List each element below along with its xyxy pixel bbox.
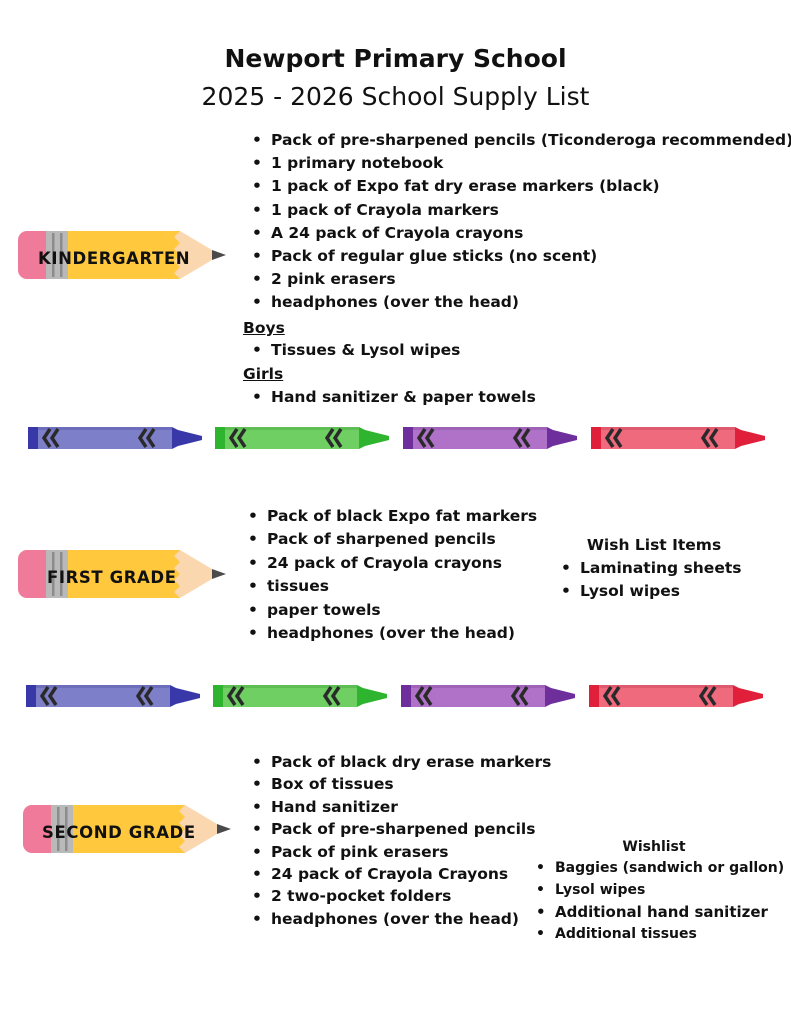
list-item: Pack of black dry erase markers — [243, 751, 551, 774]
second-grade-wishlist: Baggies (sandwich or gallon) Lysol wipes… — [527, 857, 784, 945]
crayon-blue-icon — [26, 685, 200, 707]
second-grade-pencil-icon: SECOND GRADE — [23, 805, 231, 853]
list-item: Baggies (sandwich or gallon) — [527, 857, 784, 879]
list-item: headphones (over the head) — [243, 908, 551, 931]
first-grade-label: FIRST GRADE — [47, 568, 177, 587]
crayon-red-icon — [591, 427, 765, 449]
first-grade-wishlist-title: Wish List Items — [586, 536, 722, 554]
list-item: Lysol wipes — [552, 580, 741, 604]
list-item: 1 pack of Expo fat dry erase markers (bl… — [243, 175, 791, 198]
list-item: Laminating sheets — [552, 557, 741, 581]
supply-list-title: 2025 - 2026 School Supply List — [201, 82, 590, 111]
list-item: Lysol wipes — [527, 879, 784, 901]
list-item: Pack of regular glue sticks (no scent) — [243, 245, 791, 268]
list-item: 2 pink erasers — [243, 268, 791, 291]
list-item: headphones (over the head) — [243, 291, 791, 314]
list-item: paper towels — [239, 599, 537, 623]
first-grade-supply-list: Pack of black Expo fat markers Pack of s… — [239, 505, 537, 646]
crayon-red-icon — [589, 685, 763, 707]
school-name: Newport Primary School — [224, 44, 567, 73]
list-item: Hand sanitizer & paper towels — [243, 386, 536, 409]
boys-supply-list: Tissues & Lysol wipes — [243, 339, 460, 362]
list-item: 1 primary notebook — [243, 152, 791, 175]
list-item: Box of tissues — [243, 773, 551, 796]
girls-heading: Girls — [243, 365, 284, 383]
list-item: Pack of sharpened pencils — [239, 528, 537, 552]
list-item: 24 pack of Crayola crayons — [239, 552, 537, 576]
list-item: Hand sanitizer — [243, 796, 551, 819]
kindergarten-label: KINDERGARTEN — [38, 249, 190, 268]
kindergarten-supply-list: Pack of pre-sharpened pencils (Ticondero… — [243, 129, 791, 315]
boys-heading: Boys — [243, 319, 285, 337]
list-item: Pack of pink erasers — [243, 841, 551, 864]
first-grade-wishlist: Laminating sheets Lysol wipes — [552, 557, 741, 604]
first-grade-pencil-icon: FIRST GRADE — [18, 550, 226, 598]
list-item: Additional tissues — [527, 923, 784, 945]
list-item: A 24 pack of Crayola crayons — [243, 222, 791, 245]
list-item: Tissues & Lysol wipes — [243, 339, 460, 362]
list-item: Pack of black Expo fat markers — [239, 505, 537, 529]
crayon-purple-icon — [403, 427, 577, 449]
second-grade-wishlist-title: Wishlist — [622, 839, 686, 855]
crayon-blue-icon — [28, 427, 202, 449]
list-item: headphones (over the head) — [239, 622, 537, 646]
list-item: 2 two-pocket folders — [243, 885, 551, 908]
second-grade-label: SECOND GRADE — [42, 823, 196, 842]
list-item: Additional hand sanitizer — [527, 901, 784, 923]
list-item: tissues — [239, 575, 537, 599]
crayon-green-icon — [215, 427, 389, 449]
list-item: 24 pack of Crayola Crayons — [243, 863, 551, 886]
crayon-green-icon — [213, 685, 387, 707]
second-grade-supply-list: Pack of black dry erase markers Box of t… — [243, 751, 551, 931]
list-item: Pack of pre-sharpened pencils (Ticondero… — [243, 129, 791, 152]
list-item: 1 pack of Crayola markers — [243, 199, 791, 222]
list-item: Pack of pre-sharpened pencils — [243, 818, 551, 841]
crayon-purple-icon — [401, 685, 575, 707]
girls-supply-list: Hand sanitizer & paper towels — [243, 386, 536, 409]
kindergarten-pencil-icon: KINDERGARTEN — [18, 231, 226, 279]
